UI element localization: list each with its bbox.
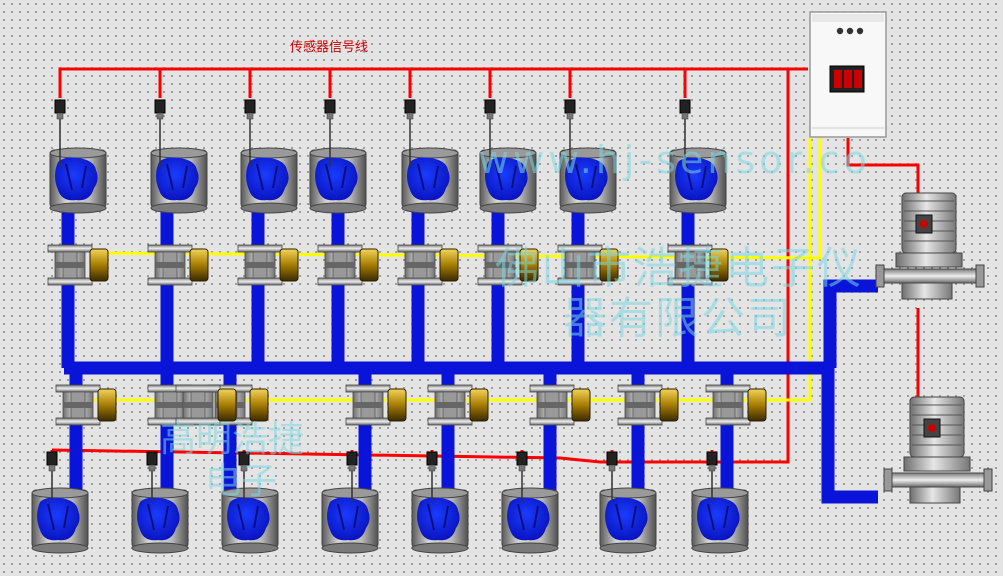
signal-wire-lower (51, 69, 790, 464)
pump2-suction-pipe (821, 368, 878, 504)
signal-wire-top (58, 67, 808, 98)
motorized-valve-0 (47, 244, 109, 286)
lower-tank-1 (131, 487, 189, 554)
lower-tank-4 (411, 487, 469, 554)
centrifugal-pump-1 (875, 192, 985, 300)
lower-level-sensor-1 (146, 451, 158, 501)
lower-level-sensor-0 (46, 451, 58, 501)
motorized-valve-3 (317, 244, 379, 286)
upper-tank-3 (309, 147, 367, 214)
motorized-valve-7 (667, 244, 729, 286)
lower-level-sensor-2 (238, 451, 250, 501)
signal-wire-pump1 (846, 138, 920, 194)
upper-tank-1 (150, 147, 208, 214)
motorized-valve-13 (529, 384, 591, 426)
motorized-valve-4 (397, 244, 459, 286)
lower-level-sensor-7 (706, 451, 718, 501)
upper-tank-2 (240, 147, 298, 214)
upper-level-sensor-4 (404, 99, 416, 167)
lower-tank-0 (31, 487, 89, 554)
lower-level-sensor-6 (606, 451, 618, 501)
upper-tank-6 (559, 147, 617, 214)
upper-level-sensor-7 (679, 99, 691, 167)
upper-level-sensor-1 (154, 99, 166, 167)
motorized-valve-8 (55, 384, 117, 426)
motorized-valve-6 (557, 244, 619, 286)
motorized-valve-1 (147, 244, 209, 286)
upper-level-sensor-0 (54, 99, 66, 167)
upper-tank-7 (669, 147, 727, 214)
motorized-valve-15 (705, 384, 767, 426)
upper-tank-0 (49, 147, 107, 214)
control-wire-lower (90, 138, 812, 402)
control-cabinet (809, 11, 887, 138)
lower-tank-6 (599, 487, 657, 554)
motorized-valve-16 (175, 384, 237, 426)
lower-tank-3 (321, 487, 379, 554)
lower-tank-2 (221, 487, 279, 554)
motorized-valve-5 (477, 244, 539, 286)
lower-level-sensor-4 (426, 451, 438, 501)
upper-level-sensor-5 (484, 99, 496, 167)
signal-line-label: 传感器信号线 (290, 40, 369, 55)
centrifugal-pump-2 (883, 396, 993, 504)
upper-level-sensor-6 (564, 99, 576, 167)
lower-level-sensor-5 (516, 451, 528, 501)
lower-tank-5 (501, 487, 559, 554)
lower-level-sensor-3 (346, 451, 358, 501)
lower-tank-7 (691, 487, 749, 554)
upper-tank-4 (401, 147, 459, 214)
pump1-suction-pipe (823, 279, 878, 368)
upper-level-sensor-2 (244, 99, 256, 167)
motorized-valve-14 (617, 384, 679, 426)
motorized-valve-2 (237, 244, 299, 286)
upper-level-sensor-3 (324, 99, 336, 167)
upper-tank-5 (479, 147, 537, 214)
motorized-valve-11 (345, 384, 407, 426)
motorized-valve-12 (427, 384, 489, 426)
